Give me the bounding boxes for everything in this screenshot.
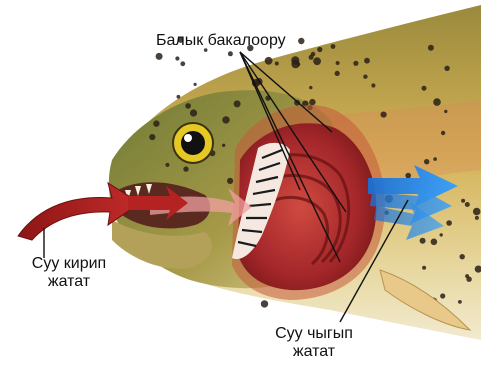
gills-label: Балык бакалоору <box>156 32 286 50</box>
water-in-label-line1: Суу кирип <box>24 255 114 273</box>
water-out-label-line1: Суу чыгып <box>268 325 360 343</box>
water-out-label: Суу чыгып жатат <box>268 325 360 361</box>
water-in-label-line2: жатат <box>24 273 114 291</box>
water-in-label: Суу кирип жатат <box>24 255 114 291</box>
water-out-label-line2: жатат <box>268 343 360 361</box>
